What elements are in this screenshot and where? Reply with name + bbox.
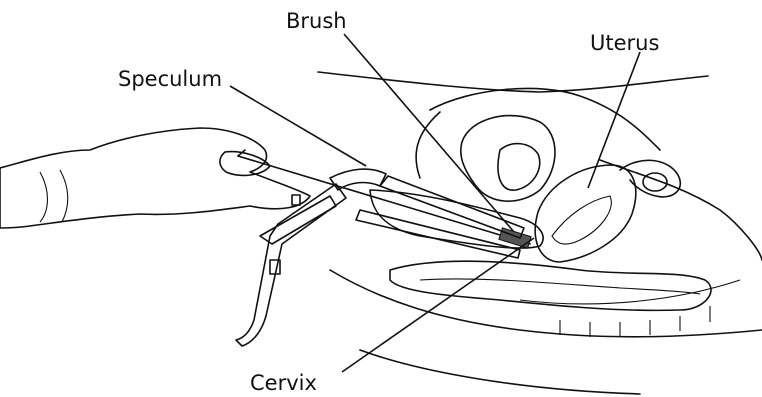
speculum (236, 169, 524, 346)
uterus (535, 160, 680, 262)
label-cervix: Cervix (250, 371, 317, 395)
brush-tip (499, 228, 531, 248)
label-brush: Brush (286, 9, 347, 33)
brush-leader (344, 34, 514, 232)
uterus-body (535, 165, 636, 262)
brush (238, 150, 531, 248)
uterus-cavity (552, 196, 611, 244)
gloved-hand (0, 128, 310, 228)
label-uterus: Uterus (590, 31, 659, 55)
label-speculum: Speculum (118, 67, 222, 91)
uterus-leader (588, 52, 640, 188)
cervix-leader (342, 238, 534, 372)
body-outline (318, 72, 762, 394)
fallopian-tube (620, 160, 680, 197)
bladder (461, 116, 555, 202)
rectum (390, 261, 711, 337)
